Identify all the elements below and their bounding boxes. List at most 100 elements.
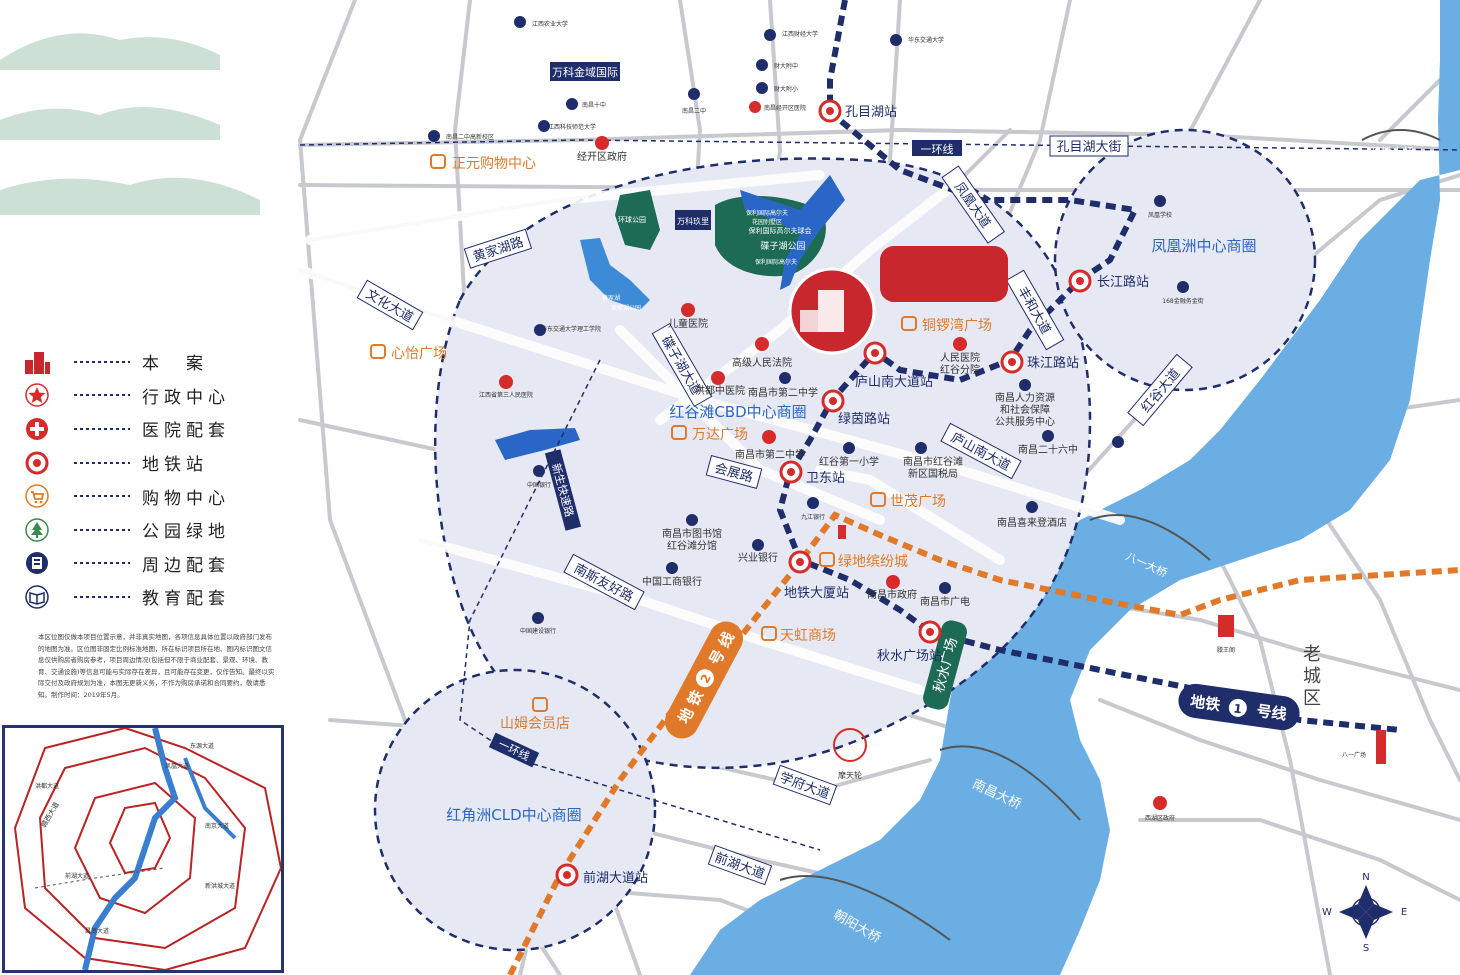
bayi-square-label: 八一广场 [1342,751,1366,759]
fenghuangzhou-zone-label: 凤凰洲中心商圈 [1151,237,1256,255]
bank-building-icon [915,442,927,454]
book-education-icon [764,29,776,41]
book-education-icon [688,88,700,100]
admin-star-icon [1153,796,1167,810]
high-court-label: 高级人民法院 [732,356,792,369]
old-city-label-3: 区 [1303,688,1321,709]
station-zhujianglu: 珠江路站 [1000,350,1079,374]
legend-label: 购物中心 [142,488,230,509]
cib-label: 兴业银行 [738,551,778,564]
inset-label-5: 前湖大道 [65,872,89,880]
station-ditiedasha: 地铁大厦站 [784,550,849,601]
station-zhujianglu-label: 珠江路站 [1027,355,1079,371]
ferris-wheel-icon [833,728,867,762]
ring-road-1 [299,139,1460,851]
project-label-box [880,246,1008,302]
station-lvyinlu-label: 绿茵路站 [838,411,890,427]
decorative-mountains [0,33,260,215]
book-education-icon [514,16,526,28]
station-lvyinlu: 绿茵路站 [821,389,890,427]
metro-line-2-suffix-2: 线 [715,629,738,651]
vanke-jiuli-label: 万科玖里 [677,216,709,226]
cbd-zone-label: 红谷滩CBD中心商圈 [669,403,806,421]
bank-building-icon [22,548,52,578]
nc2-north-label: 南昌二中高新校区 [446,133,494,141]
dieziyhu-park-label: 碟子湖公园 [760,241,805,252]
nc2-middle-label-a: 南昌市第二中学 [748,386,818,399]
bank-building-icon [752,539,764,551]
metro-stations: 孔目湖站 长江路站 珠江路站 庐山南大道站 绿茵路站 卫东站 地铁大厦站 秋水 [555,99,1149,887]
book-education-icon [1112,436,1124,448]
old-city-label-2: 城 [1303,666,1321,687]
admin-star-icon [22,380,52,410]
book-education-icon [1042,430,1054,442]
admin-star-icon [755,337,769,351]
hospital-cross-icon [681,303,695,317]
children-hospital-label: 儿童医院 [668,317,708,330]
hdjt-ligong-label: 华东交通大学理工学院 [541,325,601,333]
bank-building-icon [779,372,791,384]
book-education-icon [22,582,52,612]
legend-row: 医院配套 [22,412,242,446]
shopping-centers: 正元购物中心 心怡广场 铜锣湾广场 万达广场 世茂广场 绿地缤纷城 天虹商场 山… [370,154,992,732]
legend-label: 行政中心 [142,387,230,408]
library-label-2: 红谷滩分馆 [667,539,717,552]
station-qiushui-label: 秋水广场站 [877,649,942,664]
map-disclaimer: 本区位图仅做本项目位置示意，并非真实地图，各项信息具体位置以政府部门发布的地图为… [38,633,275,699]
huangjiahu-park-label: 黄家湖公园 [611,304,641,312]
bank-building-icon [807,497,819,509]
legend-row: 本 案 [22,345,242,379]
inset-map: 东源大道 凤凰大道 洪都大道 赣西大道 南京大道 前湖大道 昌南大道 新洪城大道 [2,725,284,973]
fenghuang-school-label: 凤凰学校 [1148,211,1172,219]
admin-star-icon [595,136,609,150]
admin-star-icon [762,430,776,444]
west-lake [495,428,580,460]
legend-row: 购物中心 [22,479,242,513]
caida-fuzhong-label: 财大附中 [774,62,798,70]
inset-label-7: 新洪城大道 [205,882,235,890]
legend-label: 地铁站 [142,455,208,476]
ring-road-label-top: 一环线 [921,142,954,156]
station-qiushui: 秋水广场站 [877,620,942,664]
nc-school-10-label: 南昌十中 [582,101,606,109]
map-legend: 本 案 行政中心 医院配套 地铁站 购物中心 公园绿地 周边配套 教育配套 [22,345,242,614]
book-education-icon [756,59,768,71]
legend-row: 周边配套 [22,547,242,581]
library-label-1: 南昌市图书馆 [662,527,722,540]
metro-line-1-number: 1 [1233,701,1243,716]
shopping-tianhong-label: 天虹商场 [780,628,836,644]
shopping-shimao-label: 世茂广场 [890,493,946,510]
old-city-label-1: 老 [1303,644,1321,665]
poi-icons [428,16,1386,810]
project-building-icon [22,347,52,377]
station-qianhu-label: 前湖大道站 [583,870,648,886]
honggu1-primary-label: 红谷第一小学 [819,455,879,468]
parks: 环球公园 保利国际高尔夫 花园别墅区 保利国际高尔夫球会 碟子湖公园 保利国际高… [495,175,845,460]
bank-building-icon [1019,379,1031,391]
huangjiahu-lake [580,238,650,310]
book-education-icon [538,120,550,132]
hospital-cross-icon [749,101,761,113]
book-education-icon [843,442,855,454]
icbc-label: 中国工商银行 [642,575,702,588]
nanchang-bridge [939,745,1081,821]
bridges [779,129,1441,941]
station-ditiedasha-label: 地铁大厦站 [784,586,849,601]
hospital-cross-icon [22,414,52,444]
bayi-bridge [1089,514,1211,561]
station-kongmuhu: 孔目湖站 [818,99,897,123]
golf-label-3: 保利国际高尔夫球会 [749,226,812,235]
ferris-wheel-label: 摩天轮 [838,770,862,780]
book-education-icon [756,82,768,94]
hr-bureau-label-1: 南昌人力资源 [995,391,1055,404]
compass-north: N [1362,872,1369,883]
cbd-zone [433,157,1092,770]
yingxiong-bridge [1361,129,1441,141]
metro-line-2-lead-1: 地 [675,705,698,727]
peoples-hospital-label-1: 人民医院 [940,351,980,364]
nc-ershi-label: 南昌二中 [682,107,706,115]
jingkai-hospital-label: 南昌经开区医院 [764,104,806,112]
legend-label: 周边配套 [142,555,230,576]
shopping-cart-icon [22,481,52,511]
